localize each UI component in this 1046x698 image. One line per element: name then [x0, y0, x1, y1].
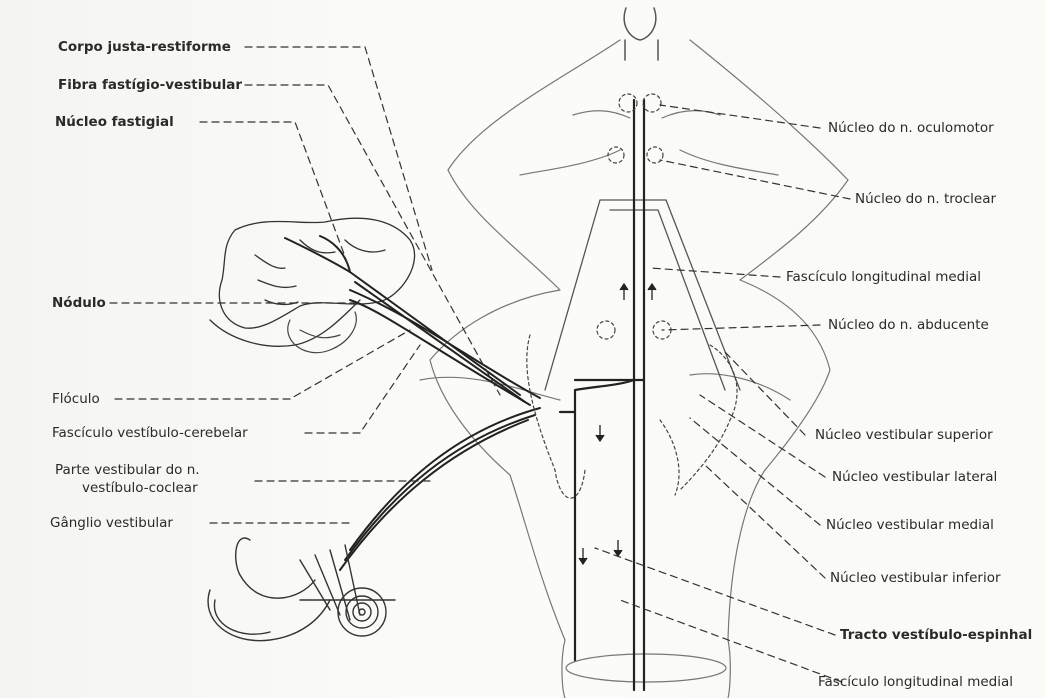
label-fasciculo-longitudinal-medial-top: Fascículo longitudinal medial	[786, 269, 981, 285]
labyrinth-outline	[208, 538, 395, 641]
vestibular-nerve	[340, 408, 540, 570]
label-parte-vestibular-line2: vestíbulo-coclear	[82, 480, 198, 496]
nuclei-markers	[527, 94, 737, 498]
label-fibra-fastigio-vestibular: Fibra fastígio-vestibular	[58, 77, 242, 93]
label-nucleo-troclear: Núcleo do n. troclear	[855, 191, 996, 207]
label-fasciculo-vestibulo-cerebelar: Fascículo vestíbulo-cerebelar	[52, 425, 248, 441]
fiber-tracts	[285, 236, 540, 405]
label-nucleo-vestibular-superior: Núcleo vestibular superior	[815, 427, 993, 443]
nodulus-outline	[288, 312, 357, 353]
label-corpo-justa-restiforme: Corpo justa-restiforme	[58, 39, 231, 55]
label-fasciculo-longitudinal-medial-bottom: Fascículo longitudinal medial	[818, 674, 1013, 690]
cerebellum-outline	[210, 218, 415, 346]
label-nucleo-oculomotor: Núcleo do n. oculomotor	[828, 120, 994, 136]
label-nucleo-vestibular-lateral: Núcleo vestibular lateral	[832, 469, 997, 485]
label-parte-vestibular-line1: Parte vestibular do n.	[55, 462, 200, 478]
label-ganglio-vestibular: Gânglio vestibular	[50, 515, 173, 531]
pons-outline	[545, 200, 740, 390]
label-nucleo-vestibular-medial: Núcleo vestibular medial	[826, 517, 994, 533]
label-nucleo-vestibular-inferior: Núcleo vestibular inferior	[830, 570, 1001, 586]
label-nucleo-abducente: Núcleo do n. abducente	[828, 317, 989, 333]
label-nucleo-fastigial: Núcleo fastigial	[55, 114, 174, 130]
midbrain-outline	[624, 8, 658, 60]
label-floculo: Flóculo	[52, 391, 100, 407]
label-tracto-vestibulo-espinhal: Tracto vestíbulo-espinhal	[840, 627, 1032, 643]
label-nodulo: Nódulo	[52, 295, 106, 311]
mlf-tracts	[560, 100, 644, 690]
